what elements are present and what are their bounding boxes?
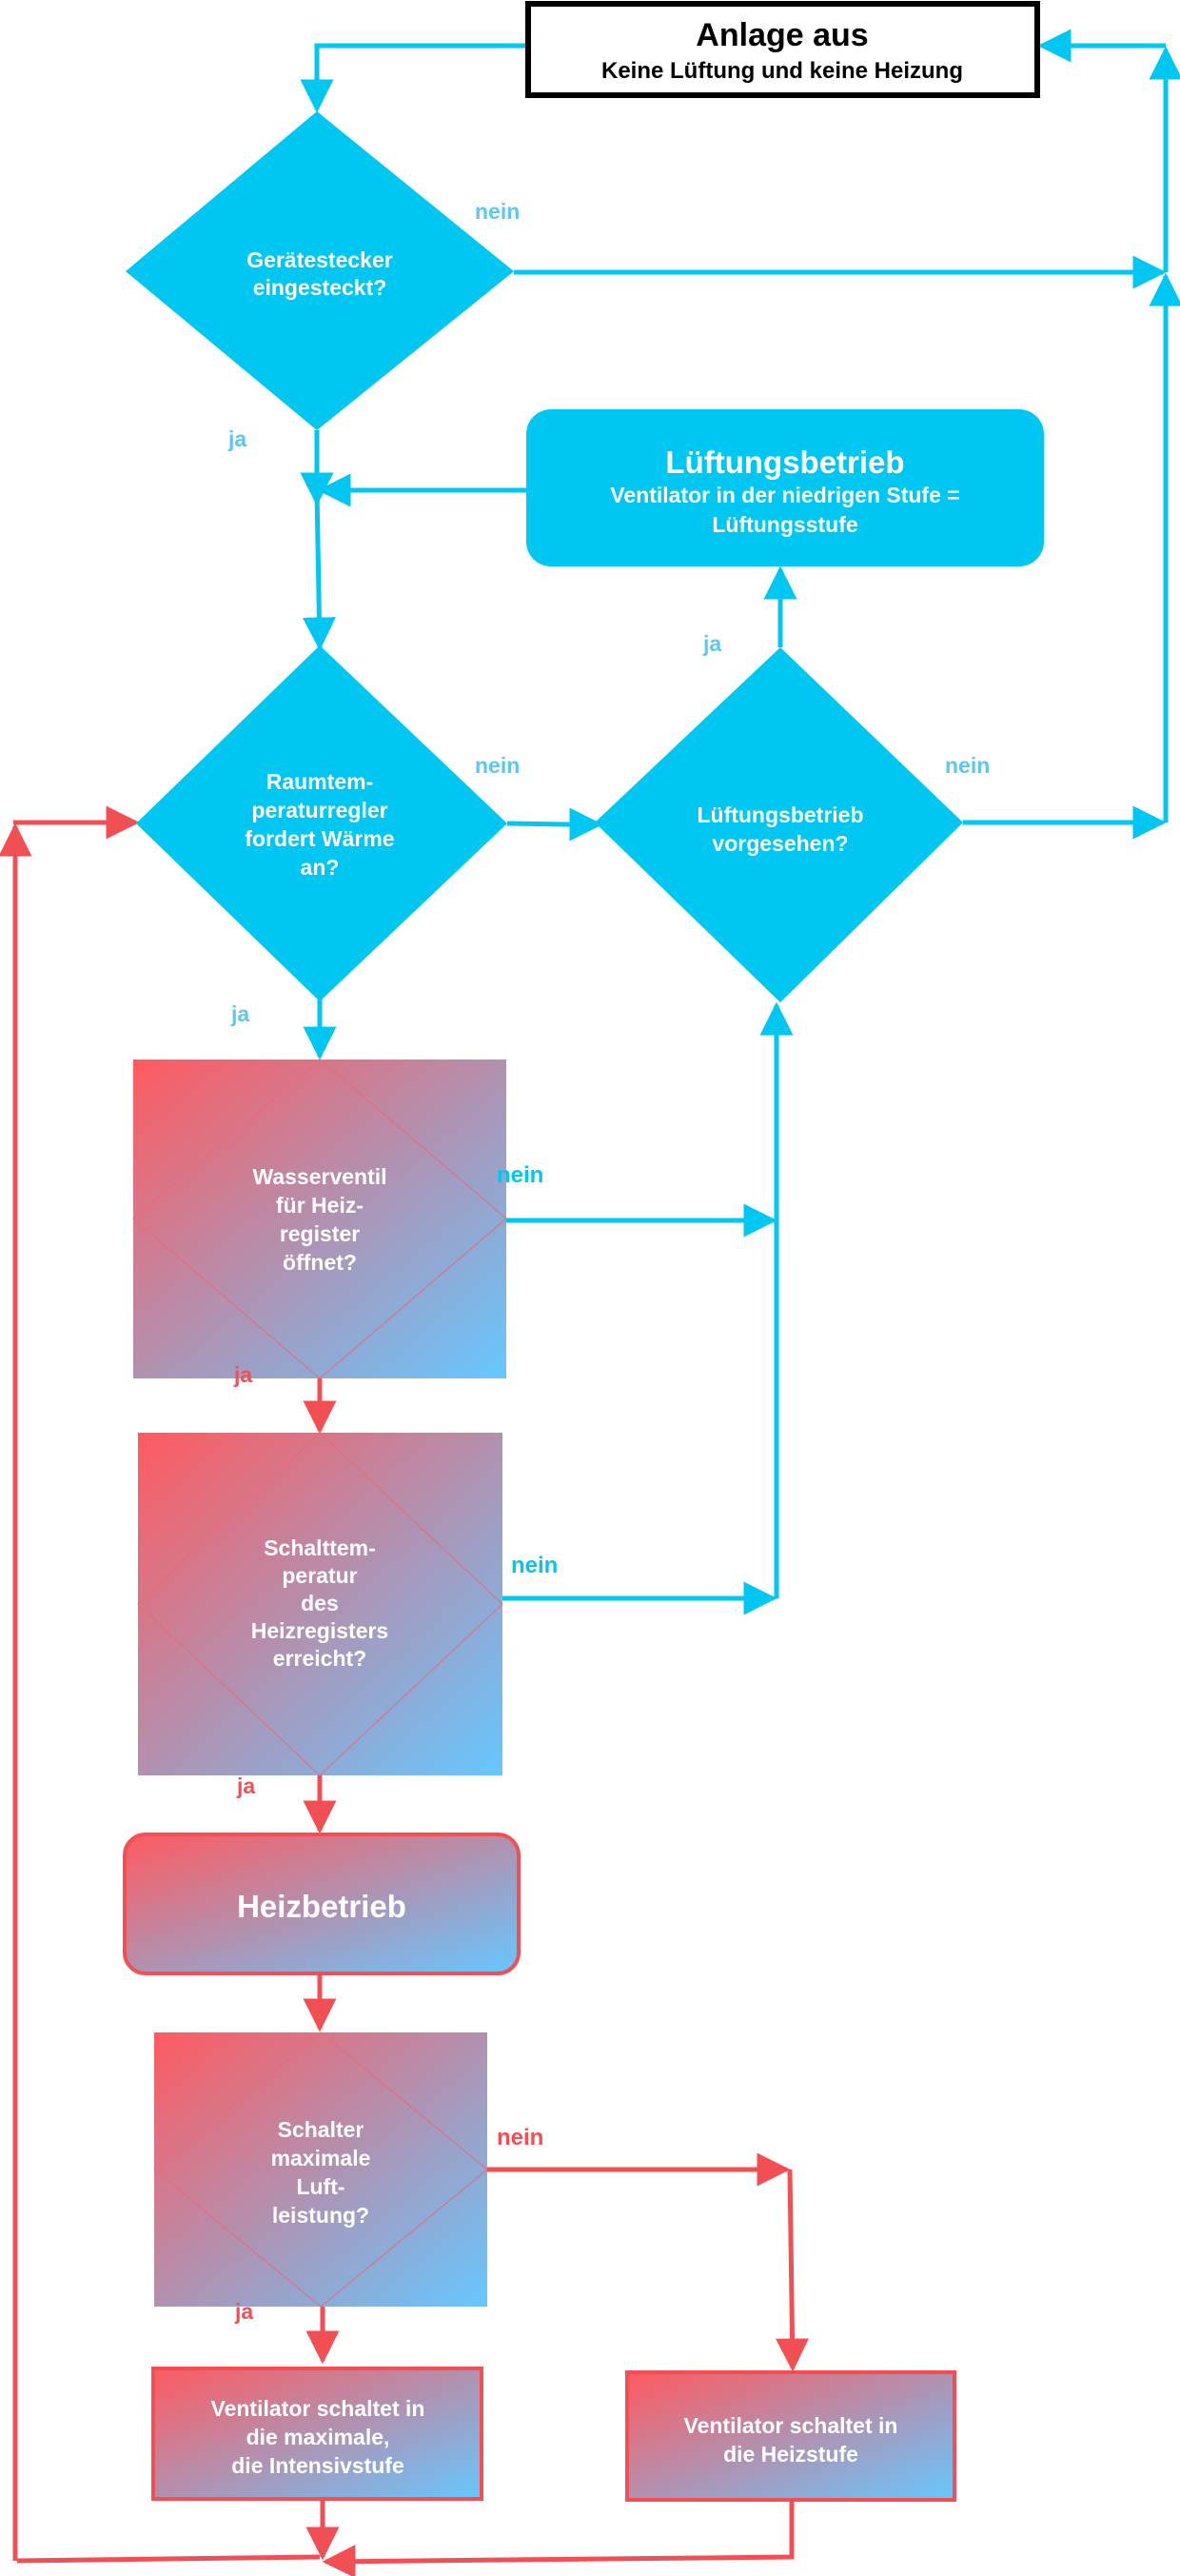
lueftungsbetrieb-frame bbox=[526, 409, 1044, 566]
wasserventil-square bbox=[133, 1060, 506, 1378]
schalter-max-line1: Schalter bbox=[278, 2117, 364, 2142]
arrow-raumtemp-no-right bbox=[506, 807, 603, 842]
decision-geraetestecker: Gerätestecker eingesteckt? nein ja bbox=[126, 111, 520, 451]
schalttemp-line5: erreicht? bbox=[273, 1646, 366, 1671]
wasserventil-diamond-outline bbox=[132, 1059, 507, 1379]
geraetestecker-line1: Gerätestecker bbox=[246, 248, 392, 272]
schalttemp-line3: des bbox=[301, 1591, 339, 1615]
heizstufe-line1: Ventilator schaltet in bbox=[684, 2413, 898, 2438]
wasserventil-no-label: nein bbox=[497, 1162, 543, 1188]
schalttemp-square bbox=[138, 1433, 502, 1775]
schalttemp-line4: Heizregisters bbox=[251, 1618, 388, 1643]
geraetestecker-no-label: nein bbox=[475, 199, 520, 224]
decision-wasserventil: Wasserventil für Heiz- register öffnet? … bbox=[132, 1059, 543, 1387]
start-title: Anlage aus bbox=[696, 17, 868, 53]
geraetestecker-yes-label: ja bbox=[227, 426, 246, 451]
wasserventil-line1: Wasserventil bbox=[252, 1164, 386, 1189]
arrow-start-to-stecker bbox=[300, 43, 528, 113]
arrow-main-to-raumtemp bbox=[302, 489, 336, 651]
schalter-max-line4: leistung? bbox=[272, 2203, 369, 2228]
wasserventil-line3: register bbox=[280, 1221, 360, 1246]
lueftung-vorgesehen-line1: Lüftungsbetrieb bbox=[697, 803, 863, 827]
raumtemp-line4: an? bbox=[301, 855, 340, 880]
schalttemp-no-label: nein bbox=[511, 1553, 558, 1578]
raumtemp-line1: Raumtem- bbox=[266, 769, 373, 794]
raumtemp-line3: fordert Wärme bbox=[245, 826, 394, 851]
diamond-lueftung-vorgesehen bbox=[595, 647, 963, 1002]
box-intensivstufe: Ventilator schaltet in die maximale, die… bbox=[151, 2367, 483, 2501]
diamond-raumtemperatur bbox=[136, 645, 507, 1001]
blue-connectors bbox=[300, 29, 1180, 1615]
wasserventil-line4: öffnet? bbox=[283, 1250, 357, 1275]
intensivstufe-frame bbox=[151, 2367, 483, 2501]
raumtemp-no-label: nein bbox=[475, 753, 520, 778]
lueftungsbetrieb-line1: Ventilator in der niedrigen Stufe = bbox=[610, 483, 959, 507]
lueftungsbetrieb-box: Lüftungsbetrieb Ventilator in der niedri… bbox=[526, 409, 1044, 566]
schalttemp-line1: Schalttem- bbox=[264, 1536, 376, 1560]
start-box: Anlage aus Keine Lüftung und keine Heizu… bbox=[525, 1, 1040, 98]
decision-schalter-max: Schalter maximale Luft- leistung? nein j… bbox=[153, 2031, 543, 2324]
start-box-frame bbox=[525, 1, 1040, 98]
box-heizstufe: Ventilator schaltet in die Heizstufe bbox=[625, 2370, 956, 2502]
arrow-bottom-left bbox=[16, 2554, 321, 2564]
schalttemp-diamond-outline bbox=[137, 1432, 503, 1776]
heizbetrieb-label: Heizbetrieb bbox=[237, 1889, 406, 1924]
heizstufe-line2: die Heizstufe bbox=[723, 2442, 858, 2467]
arrow-heizstufe-box-down bbox=[322, 2499, 795, 2576]
wasserventil-line2: für Heiz- bbox=[276, 1193, 364, 1218]
wasserventil-yes-label: ja bbox=[233, 1362, 252, 1387]
raumtemp-line2: peraturregler bbox=[251, 798, 387, 822]
schalter-max-no-label: nein bbox=[497, 2125, 543, 2150]
arrow-to-heizstufe-box bbox=[776, 2169, 810, 2372]
red-connectors bbox=[0, 805, 810, 2576]
geraetestecker-line2: eingesteckt? bbox=[253, 275, 387, 300]
raumtemp-yes-label: ja bbox=[230, 1001, 249, 1026]
intensivstufe-line3: die Intensivstufe bbox=[231, 2453, 403, 2478]
schalttemp-yes-label: ja bbox=[236, 1773, 255, 1798]
schalter-max-square bbox=[154, 2032, 487, 2307]
schalter-max-yes-label: ja bbox=[234, 2299, 253, 2324]
intensivstufe-line2: die maximale, bbox=[246, 2425, 390, 2449]
intensivstufe-line1: Ventilator schaltet in bbox=[211, 2396, 425, 2421]
decision-lueftung-vorgesehen: Lüftungsbetrieb vorgesehen? nein ja bbox=[595, 631, 990, 1002]
schalter-max-line2: maximale bbox=[271, 2146, 371, 2170]
heizstufe-frame bbox=[625, 2370, 956, 2502]
lueftung-vorgesehen-yes-label: ja bbox=[702, 631, 721, 656]
decision-raumtemperatur: Raumtem- peraturregler fordert Wärme an?… bbox=[136, 645, 520, 1026]
heizbetrieb-frame bbox=[123, 1833, 521, 1975]
start-subtitle: Keine Lüftung und keine Heizung bbox=[601, 58, 963, 84]
lueftung-vorgesehen-no-label: nein bbox=[945, 753, 990, 778]
schalttemp-line2: peratur bbox=[282, 1563, 357, 1588]
lueftung-vorgesehen-line2: vorgesehen? bbox=[712, 831, 848, 856]
lueftungsbetrieb-title: Lüftungsbetrieb bbox=[665, 445, 904, 480]
schalter-max-diamond-outline bbox=[153, 2031, 488, 2308]
lueftungsbetrieb-line2: Lüftungsstufe bbox=[712, 512, 857, 537]
decision-schalttemperatur: Schalttem- peratur des Heizregisters err… bbox=[137, 1432, 558, 1798]
diamond-geraetestecker bbox=[126, 111, 514, 430]
schalter-max-line3: Luft- bbox=[296, 2174, 344, 2199]
heizbetrieb-box: Heizbetrieb bbox=[123, 1833, 521, 1975]
